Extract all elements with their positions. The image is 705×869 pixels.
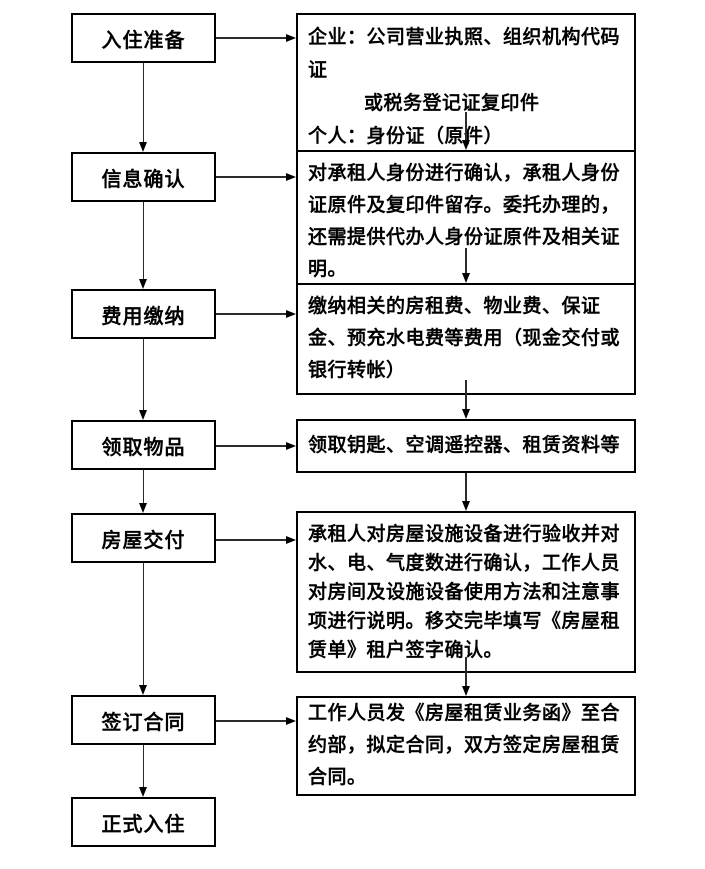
arrow-line-step6-note6 (216, 720, 286, 722)
arrowhead-right-icon (286, 309, 296, 318)
arrow-line-step1-step2 (142, 63, 145, 142)
arrowhead-down-icon (461, 409, 470, 419)
step-box-move-in-prep: 入住准备 (71, 13, 216, 63)
note-box-house-handover: 承租人对房屋设施设备进行验收并对水、电、气度数进行确认，工作人员对房间及设施设备… (296, 511, 636, 673)
note-line: 个人：身份证（原件） (308, 126, 504, 147)
arrow-line-note2-note3 (465, 248, 467, 273)
arrow-line-step2-step3 (142, 202, 145, 279)
arrow-line-note3-note4 (465, 380, 467, 409)
step-box-collect-items: 领取物品 (71, 420, 216, 470)
step-box-house-handover: 房屋交付 (71, 513, 216, 563)
arrowhead-down-icon (139, 787, 147, 797)
arrowhead-down-icon (139, 503, 147, 513)
arrowhead-right-icon (286, 441, 296, 450)
note-text: 缴纳相关的房租费、物业费、保证金、预充水电费等费用（现金交付或银行转帐） (308, 296, 621, 381)
arrow-line-note5-note6 (465, 657, 467, 686)
arrow-line-step2-note2 (216, 176, 286, 178)
note-text: 领取钥匙、空调遥控器、租赁资料等 (308, 435, 621, 456)
arrow-line-step4-step5 (142, 470, 145, 503)
note-text: 工作人员发《房屋租赁业务函》至合约部，拟定合同，双方签定房屋租赁合同。 (308, 703, 621, 788)
step-box-fee-payment: 费用缴纳 (71, 289, 216, 339)
arrow-line-note1-note2 (465, 112, 467, 140)
step-box-info-confirm: 信息确认 (71, 152, 216, 202)
note-line: 企业：公司营业执照、组织机构代码证 (308, 27, 621, 81)
arrow-line-step3-note3 (216, 313, 286, 315)
note-box-sign-contract: 工作人员发《房屋租赁业务函》至合约部，拟定合同，双方签定房屋租赁合同。 (296, 696, 636, 796)
step-box-sign-contract: 签订合同 (71, 695, 216, 745)
arrow-line-step5-note5 (216, 539, 286, 541)
note-box-fee-payment: 缴纳相关的房租费、物业费、保证金、预充水电费等费用（现金交付或银行转帐） (296, 283, 636, 395)
arrow-line-step6-step7 (142, 745, 145, 787)
arrowhead-down-icon (461, 501, 470, 511)
arrowhead-down-icon (139, 685, 147, 695)
note-text: 承租人对房屋设施设备进行验收并对水、电、气度数进行确认，工作人员对房间及设施设备… (308, 524, 621, 661)
arrow-line-step4-note4 (216, 445, 286, 447)
arrowhead-right-icon (286, 716, 296, 725)
note-line: 或税务登记证复印件 (364, 93, 540, 114)
arrowhead-down-icon (461, 140, 470, 150)
arrowhead-right-icon (286, 172, 296, 181)
arrowhead-down-icon (461, 686, 470, 696)
arrowhead-right-icon (286, 535, 296, 544)
note-text: 对承租人身份进行确认，承租人身份证原件及复印件留存。委托办理的，还需提供代办人身… (308, 163, 621, 280)
arrowhead-down-icon (139, 279, 147, 289)
arrowhead-down-icon (139, 410, 147, 420)
step-box-official-move-in: 正式入住 (71, 797, 216, 847)
note-box-collect-items: 领取钥匙、空调遥控器、租赁资料等 (296, 419, 636, 473)
arrowhead-down-icon (139, 142, 147, 152)
arrowhead-right-icon (286, 33, 296, 42)
arrow-line-step5-step6 (142, 563, 145, 685)
arrow-line-step3-step4 (142, 339, 145, 410)
arrow-line-step1-note1 (216, 37, 286, 39)
arrow-line-note4-note5 (465, 473, 467, 501)
arrowhead-down-icon (461, 273, 470, 283)
